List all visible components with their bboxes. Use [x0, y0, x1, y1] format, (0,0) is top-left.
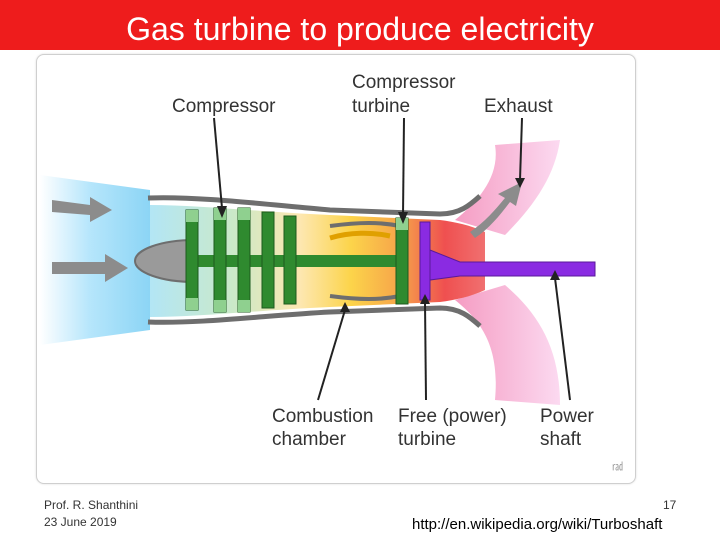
compressor-stage-tips: [186, 208, 250, 312]
label-free-turbine-line2: turbine: [398, 429, 456, 450]
inner-casing-bottom: [329, 294, 401, 301]
label-combustion-line2: chamber: [272, 429, 347, 450]
label-combustion-line1: Combustion: [272, 406, 373, 427]
outer-casing-bottom: [147, 305, 482, 328]
source-url-link[interactable]: http://en.wikipedia.org/wiki/Turboshaft: [412, 516, 663, 533]
compressor-turbine: [395, 217, 409, 305]
footer-author: Prof. R. Shanthini: [44, 498, 139, 512]
label-compressor-turbine-line1: Compressor: [352, 72, 456, 93]
free-turbine: [419, 221, 431, 301]
slide-title: Gas turbine to produce electricity: [126, 11, 594, 47]
exhaust-plume-upper: [455, 140, 560, 235]
title-bar: Gas turbine to produce electricity: [0, 0, 720, 50]
intake-airflow: [40, 175, 150, 345]
outer-casing-top: [147, 194, 482, 217]
label-exhaust: Exhaust: [484, 96, 553, 117]
label-arrowheads: [217, 178, 560, 312]
footer-date: 23 June 2019: [44, 515, 117, 529]
slide-number: 17: [663, 498, 677, 512]
combustion-flow-arrow: [329, 230, 391, 241]
label-free-turbine-line1: Free (power): [398, 406, 507, 427]
nose-cone: [133, 238, 196, 284]
label-power-shaft-line1: Power: [540, 406, 595, 427]
label-compressor: Compressor: [172, 96, 276, 117]
label-compressor-turbine-line2: turbine: [352, 96, 410, 117]
exhaust-plume-lower: [455, 285, 560, 405]
watermark-mark: ㎭: [612, 460, 623, 473]
intake-arrows: [52, 197, 128, 282]
exhaust-arrow: [470, 182, 522, 238]
label-leader-lines: [213, 117, 571, 401]
label-power-shaft-line2: shaft: [540, 429, 582, 450]
inner-casing-top: [329, 221, 401, 228]
